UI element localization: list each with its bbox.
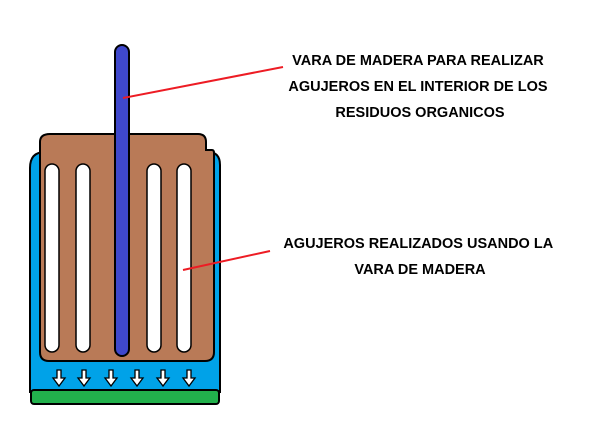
holes-label-line: AGUJEROS REALIZADOS USANDO LA	[283, 236, 553, 252]
stick-label-line: VARA DE MADERA PARA REALIZAR	[292, 53, 544, 69]
arrow-down-icon	[155, 369, 171, 388]
arrow-down-icon	[181, 369, 197, 388]
stick-label-line: AGUJEROS EN EL INTERIOR DE LOS	[288, 79, 547, 95]
hole	[176, 163, 192, 353]
arrow-down-icon	[129, 369, 145, 388]
holes-label-line: VARA DE MADERA	[354, 262, 486, 278]
arrow-down-icon	[51, 369, 67, 388]
container-base	[30, 389, 220, 405]
holes-label: AGUJEROS REALIZADOS USANDO LA VARA DE MA…	[283, 236, 556, 278]
hole	[75, 163, 91, 353]
arrow-down-icon	[76, 369, 92, 388]
stick-label-line: RESIDUOS ORGANICOS	[335, 105, 505, 121]
stick-label: VARA DE MADERA PARA REALIZAR AGUJEROS EN…	[288, 53, 551, 121]
stick-pointer-line	[122, 66, 284, 99]
holes-pointer-line	[182, 250, 271, 271]
drainage-arrows	[51, 369, 197, 388]
wooden-stick	[114, 44, 130, 357]
arrow-down-icon	[103, 369, 119, 388]
hole	[146, 163, 162, 353]
hole	[44, 163, 60, 353]
